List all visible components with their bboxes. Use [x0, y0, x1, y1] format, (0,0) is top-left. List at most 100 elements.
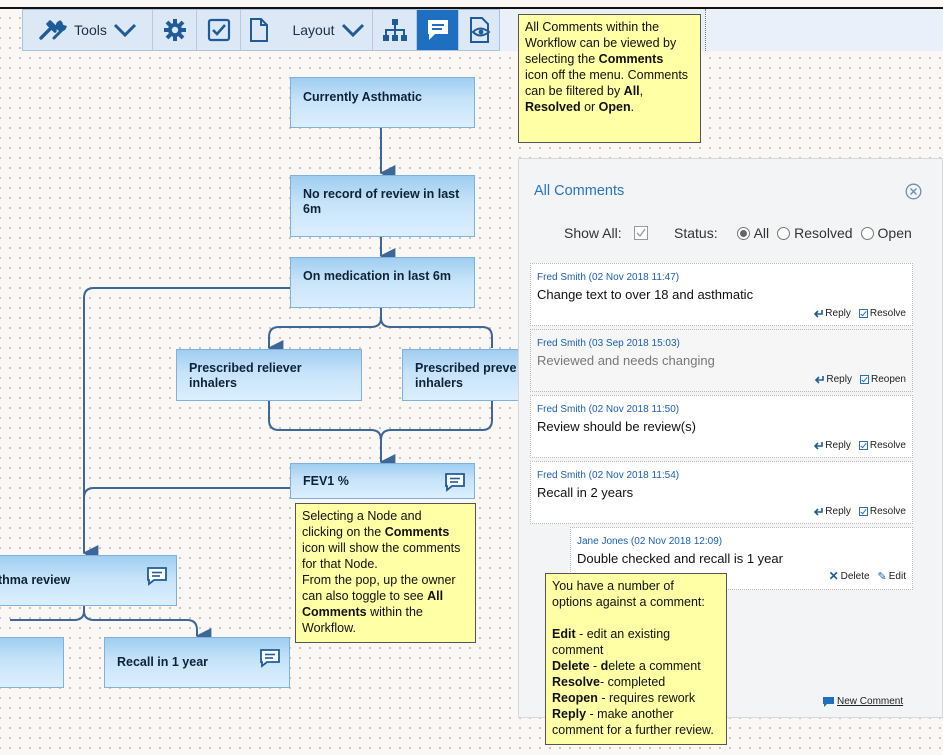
delete-icon: ✕	[828, 569, 839, 583]
reply-icon	[814, 310, 824, 318]
delete-label: Delete	[840, 570, 870, 582]
hierarchy-button[interactable]	[373, 10, 417, 50]
comment-card: Fred Smith (02 Nov 2018 11:50) Review sh…	[530, 395, 913, 458]
tip-text: or	[580, 100, 599, 114]
resolve-label: Resolve	[869, 440, 906, 451]
new-comment-link[interactable]: New Comment	[823, 696, 903, 707]
tip-text: elete a comment	[608, 659, 701, 673]
comments-button[interactable]	[417, 10, 459, 50]
node-label-line2: 6m	[303, 202, 322, 216]
node-fev1[interactable]: FEV1 %	[290, 463, 475, 499]
layout-label: Layout	[292, 22, 335, 38]
resolve-check-icon	[858, 309, 868, 318]
layout-menu-button[interactable]: Layout	[241, 10, 373, 50]
delete-button[interactable]: ✕Delete	[829, 569, 870, 583]
comment-card: Fred Smith (02 Nov 2018 11:47) Change te…	[530, 263, 913, 326]
comment-text: Change text to over 18 and asthmatic	[537, 287, 754, 302]
resolve-button[interactable]: Resolve	[858, 440, 906, 451]
tip-text: ,	[639, 84, 644, 98]
reply-button[interactable]: Reply	[814, 374, 852, 385]
comment-icon	[427, 20, 448, 40]
node-recall-1-year[interactable]: Recall in 1 year	[104, 637, 290, 688]
tip-text: comment for a further review.	[552, 723, 714, 737]
tooltip-node-comments: Selecting a Node and clicking on the Com…	[295, 503, 476, 643]
resolve-check-icon	[858, 441, 868, 450]
node-currently-asthmatic[interactable]: Currently Asthmatic	[290, 77, 475, 128]
tip-text: clicking on the	[302, 525, 385, 539]
settings-button[interactable]	[153, 10, 197, 50]
node-label-line2: inhalers	[415, 376, 463, 390]
tip-bold: All	[427, 589, 444, 603]
edit-button[interactable]: ✎Edit	[878, 570, 906, 583]
top-border	[0, 7, 943, 9]
panel-title: All Comments	[534, 183, 625, 199]
comment-text: Double checked and recall is 1 year	[577, 551, 783, 566]
reply-label: Reply	[826, 374, 852, 385]
comment-text: Recall in 2 years	[537, 485, 634, 500]
tip-bold: Comments	[302, 605, 367, 619]
status-radio-all[interactable]	[736, 226, 750, 240]
show-all-checkbox[interactable]	[633, 226, 648, 240]
document-eye-icon	[470, 17, 491, 43]
tip-text: within the	[366, 605, 423, 619]
comment-author: Fred Smith (02 Nov 2018 11:50)	[537, 404, 680, 415]
tooltip-comment-options: You have a number of options against a c…	[545, 573, 727, 745]
reply-button[interactable]: Reply	[813, 308, 851, 319]
comment-icon[interactable]	[146, 566, 168, 586]
show-all-label: Show All:	[564, 225, 622, 241]
tip-text: icon off the menu. Comments	[525, 68, 689, 82]
tip-text: .	[630, 100, 635, 114]
comment-author: Fred Smith (03 Sep 2018 15:03)	[537, 338, 680, 349]
node-label: Currently Asthmatic	[303, 90, 423, 104]
hierarchy-icon	[382, 19, 407, 41]
tools-menu-button[interactable]: Tools	[23, 10, 153, 50]
node-prescribed-reliever[interactable]: Prescribed reliever inhalers	[176, 349, 362, 401]
comment-text: Reviewed and needs changing	[537, 353, 715, 368]
node-label: Prescribed reliever inhalers	[189, 361, 302, 390]
status-filter: Status: All Resolved Open	[674, 225, 912, 241]
status-radio-open[interactable]	[860, 226, 874, 240]
tip-text: - requires rework	[597, 691, 696, 705]
close-icon[interactable]	[905, 183, 922, 200]
tip-bold: Resolved	[525, 100, 581, 114]
status-label: Status:	[674, 225, 718, 241]
tip-text: Workflow can be viewed by	[525, 36, 677, 50]
reopen-label: Reopen	[870, 374, 906, 385]
status-option-resolved: Resolved	[794, 225, 853, 241]
comment-icon[interactable]	[444, 472, 466, 492]
comment-author: Jane Jones (02 Nov 2018 12:09)	[577, 536, 723, 547]
resolve-label: Resolve	[869, 308, 906, 319]
resolve-button[interactable]: Resolve	[858, 506, 906, 517]
validate-button[interactable]	[197, 10, 241, 50]
node-asthma-review[interactable]: Asthma review	[0, 555, 177, 606]
tip-bold: Resolve	[552, 675, 600, 689]
resolve-button[interactable]: Resolve	[858, 308, 906, 319]
resolve-check-icon	[858, 507, 868, 516]
gear-icon	[163, 19, 186, 41]
tip-bold: All	[623, 84, 640, 98]
reply-button[interactable]: Reply	[813, 506, 851, 517]
chevron-down-icon	[341, 23, 364, 37]
tip-bold: Reply	[552, 707, 587, 721]
reply-button[interactable]: Reply	[813, 440, 851, 451]
reopen-button[interactable]: Reopen	[859, 374, 906, 385]
comment-icon	[823, 696, 834, 707]
reopen-check-icon	[859, 375, 869, 384]
tip-text: options against a comment:	[552, 595, 705, 609]
tip-text: selecting the	[525, 52, 599, 66]
node-partial[interactable]	[0, 637, 64, 688]
tip-text: -	[589, 659, 601, 673]
reply-icon	[815, 376, 825, 384]
node-on-medication[interactable]: On medication in last 6m	[290, 257, 475, 308]
tip-text: comment	[552, 643, 604, 657]
show-all-filter: Show All:	[564, 225, 648, 241]
document-icon	[250, 18, 269, 42]
tip-bold: Comments	[598, 52, 664, 66]
tip-text: icon will show the comments	[302, 541, 461, 555]
comment-icon[interactable]	[259, 648, 281, 668]
preview-button[interactable]	[459, 10, 501, 50]
status-radio-resolved[interactable]	[777, 226, 791, 240]
